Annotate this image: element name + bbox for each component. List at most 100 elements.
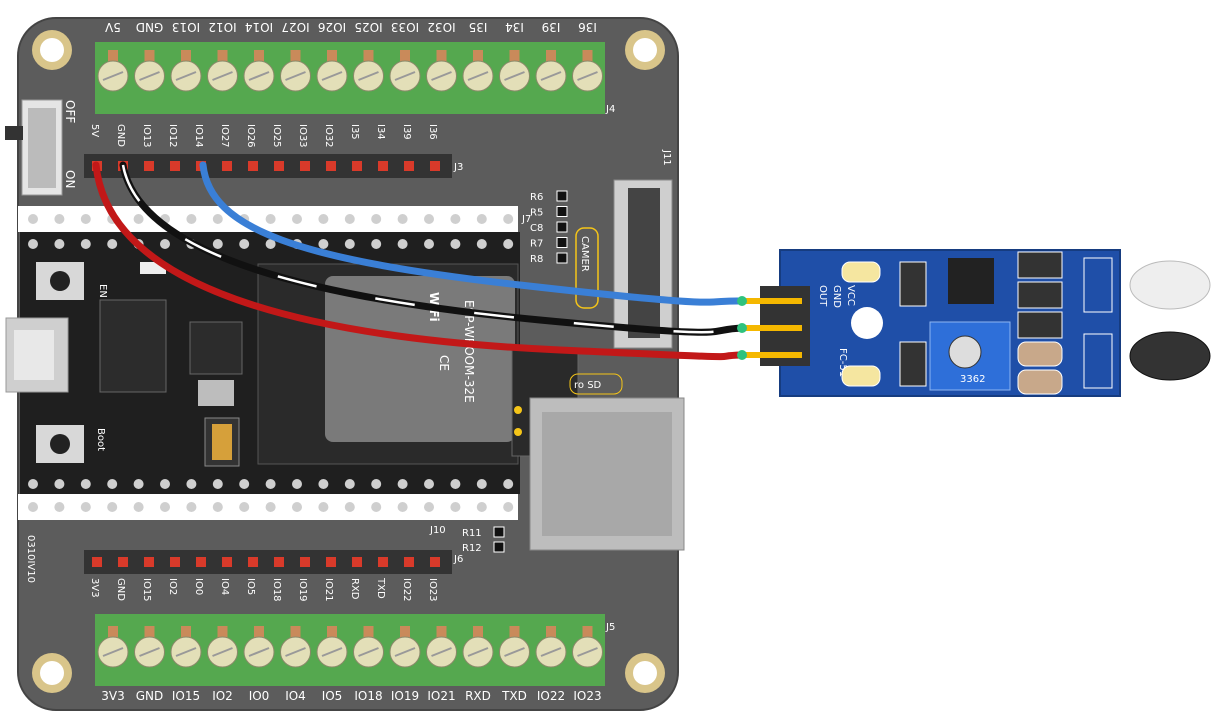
terminal-contact — [254, 626, 264, 638]
en-button-cap[interactable] — [50, 271, 70, 291]
resistor-label: R8 — [530, 254, 543, 265]
header-pin[interactable] — [248, 557, 258, 567]
header-pin[interactable] — [300, 161, 310, 171]
terminal-contact — [108, 50, 118, 62]
terminal-contact — [254, 50, 264, 62]
header-pin-label: IO14 — [193, 124, 204, 148]
esp-pin — [450, 479, 461, 489]
terminal-contact — [181, 50, 191, 62]
header-pin[interactable] — [170, 161, 180, 171]
header-pin[interactable] — [144, 161, 154, 171]
header-pin[interactable] — [274, 557, 284, 567]
header-pin[interactable] — [92, 557, 102, 567]
esp-pin — [186, 479, 197, 489]
esp-pin — [476, 479, 487, 489]
esp-pin — [54, 502, 65, 512]
terminal-contact — [217, 50, 228, 62]
terminal-contact — [327, 50, 337, 62]
esp-pin — [371, 502, 382, 512]
esp-pin — [186, 214, 197, 224]
terminal-contact — [473, 626, 483, 638]
esp-pin — [318, 214, 329, 224]
terminal-screw-slot — [577, 647, 598, 657]
esp-pin — [371, 214, 382, 224]
header-pin[interactable] — [404, 161, 414, 171]
sensor-led-bottom — [841, 365, 881, 387]
header-pin[interactable] — [430, 161, 440, 171]
en-label: EN — [97, 284, 108, 298]
terminal-contact — [582, 626, 593, 638]
header-pin[interactable] — [222, 161, 232, 171]
terminal-screw-slot — [358, 71, 379, 81]
resistor-label: R12 — [462, 543, 482, 554]
esp-pin — [212, 479, 223, 489]
terminal-contact — [290, 50, 301, 62]
terminal-screw-slot — [321, 647, 343, 657]
header-pin[interactable] — [248, 161, 258, 171]
esp32-pins — [28, 214, 514, 512]
power-switch-slider[interactable] — [28, 108, 56, 188]
header-pin[interactable] — [196, 557, 206, 567]
esp-pin — [450, 239, 461, 249]
header-pin[interactable] — [222, 557, 232, 567]
header-pin[interactable] — [352, 161, 362, 171]
boot-button-cap[interactable] — [50, 434, 70, 454]
terminal-contact — [582, 50, 593, 62]
header-pin[interactable] — [144, 557, 154, 567]
terminal-pin-label: TXD — [501, 689, 527, 703]
j7-label: J7 — [521, 214, 531, 225]
resistor-pad — [493, 541, 505, 553]
sd-card-label: ro SD — [574, 380, 602, 391]
sd-card-inner — [542, 412, 672, 536]
esp-pin — [450, 502, 461, 512]
esp-pin — [80, 214, 91, 224]
esp-pin — [318, 502, 329, 512]
esp-pin — [265, 214, 276, 224]
header-pin[interactable] — [430, 557, 440, 567]
terminal-pin-label: IO33 — [391, 20, 419, 34]
sensor-led-top — [841, 261, 881, 283]
camera-label: CAMER — [579, 236, 590, 272]
board-version: 0310IV10 — [25, 535, 36, 583]
terminal-contact — [400, 626, 410, 638]
resistor-pad — [556, 190, 568, 202]
esp-pin — [133, 214, 144, 224]
header-pin[interactable] — [378, 557, 388, 567]
header-pin[interactable] — [352, 557, 362, 567]
wire-end — [737, 296, 747, 306]
esp-pin — [424, 479, 434, 489]
mounting-hole-center — [40, 661, 64, 685]
esp-pin — [371, 479, 382, 489]
terminal-pin-label: IO22 — [537, 689, 565, 703]
wire-ground-stripe — [121, 164, 743, 334]
esp-pin — [476, 502, 487, 512]
esp-pin — [186, 502, 197, 512]
camera-connector-slot — [628, 188, 660, 338]
header-pin[interactable] — [378, 161, 388, 171]
header-pin[interactable] — [326, 161, 336, 171]
header-pin[interactable] — [274, 161, 284, 171]
header-pin[interactable] — [170, 557, 180, 567]
header-pin[interactable] — [300, 557, 310, 567]
terminal-screw-slot — [175, 647, 197, 657]
header-pin[interactable] — [326, 557, 336, 567]
terminal-screw-slot — [212, 647, 233, 657]
terminal-pin-label: 3V3 — [101, 689, 124, 703]
header-pin[interactable] — [404, 557, 414, 567]
terminal-pin-label: IO14 — [245, 20, 273, 34]
esp-pin — [344, 479, 355, 489]
sd-card-label-box — [569, 373, 623, 395]
terminal-contact — [363, 50, 374, 62]
header-pin[interactable] — [118, 557, 128, 567]
header-pin-label: IO13 — [141, 124, 152, 148]
terminal-pin-label: IO19 — [391, 689, 419, 703]
sensor-resistor — [1017, 341, 1063, 367]
potentiometer-knob[interactable] — [948, 335, 982, 369]
terminal-contact — [546, 50, 556, 62]
terminal-screw-slot — [248, 71, 270, 81]
header-pin-label: GND — [115, 578, 126, 601]
power-switch-off-label: OFF — [63, 100, 77, 123]
terminal-screw-slot — [394, 647, 416, 657]
